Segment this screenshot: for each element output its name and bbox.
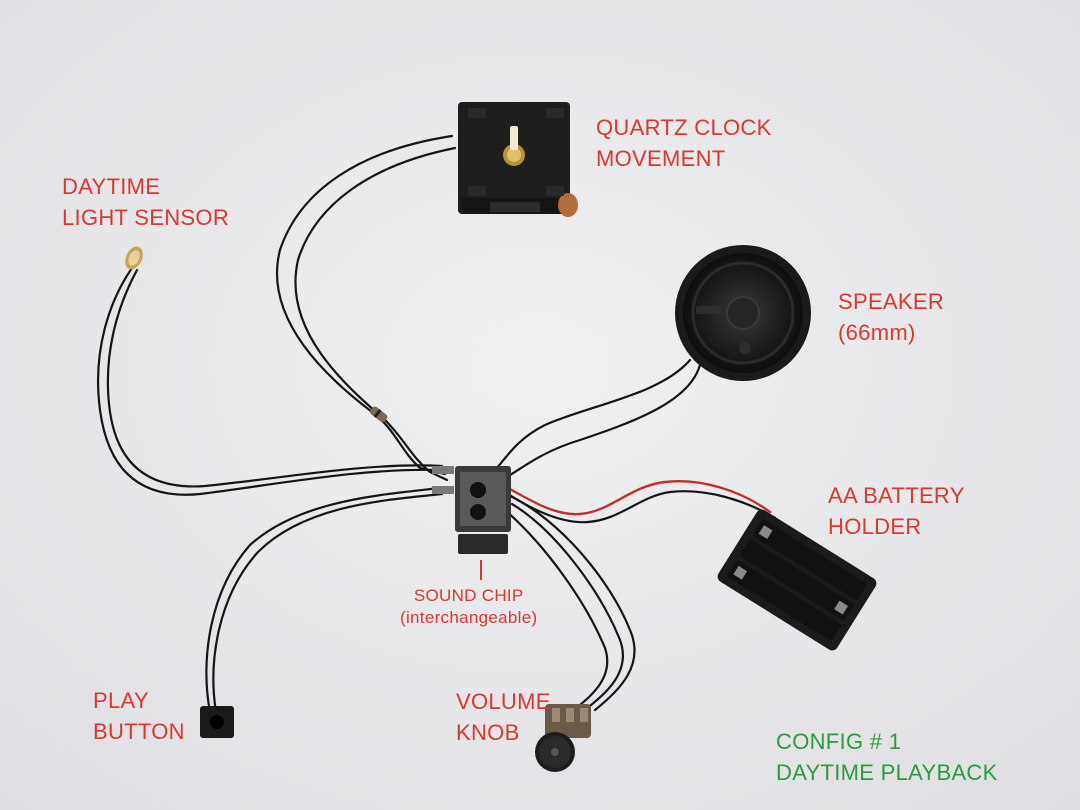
battery-label-line1: AA BATTERY [828, 483, 965, 508]
quartz-clock-movement-icon [458, 102, 578, 217]
config-label: CONFIG # 1 DAYTIME PLAYBACK [776, 726, 998, 788]
sound-chip-label-line2: (interchangeable) [400, 608, 538, 627]
speaker-wire-2 [503, 363, 702, 480]
volume-knob-label-line2: KNOB [456, 720, 520, 745]
resistor-band [373, 409, 382, 418]
clock-label-line2: MOVEMENT [596, 146, 726, 171]
volume-knob-label-line1: VOLUME [456, 689, 551, 714]
photoresistor-icon [125, 246, 143, 270]
battery-wire-black [506, 490, 777, 524]
battery-label: AA BATTERY HOLDER [828, 480, 965, 542]
battery-holder-icon [717, 509, 877, 651]
battery-wire-red [506, 480, 772, 516]
play-button-label-line1: PLAY [93, 688, 149, 713]
button-wire-1 [205, 486, 442, 714]
clock-label-line1: QUARTZ CLOCK [596, 115, 772, 140]
config-label-line2: DAYTIME PLAYBACK [776, 760, 998, 785]
light-sensor-label-line1: DAYTIME [62, 174, 161, 199]
sensor-wire-2 [106, 268, 444, 488]
speaker-label-line2: (66mm) [838, 320, 916, 345]
volume-knob-label: VOLUME KNOB [456, 686, 551, 748]
push-button-icon [200, 706, 234, 738]
sensor-wire-1 [96, 266, 442, 496]
speaker-wire-1 [493, 358, 692, 472]
button-wire-2 [212, 492, 444, 714]
speaker-icon [675, 245, 811, 381]
config-label-line1: CONFIG # 1 [776, 729, 902, 754]
speaker-label-line1: SPEAKER [838, 289, 945, 314]
sound-chip-label: SOUND CHIP (interchangeable) [400, 585, 537, 629]
battery-label-line2: HOLDER [828, 514, 922, 539]
sound-chip-icon [432, 466, 511, 554]
sound-chip-label-line1: SOUND CHIP [413, 586, 524, 605]
light-sensor-label: DAYTIME LIGHT SENSOR [62, 171, 229, 233]
clock-wire-2 [294, 146, 457, 482]
clock-wire-1 [276, 134, 454, 476]
volume-wire-1 [508, 494, 636, 712]
play-button-label-line2: BUTTON [93, 719, 185, 744]
clock-label: QUARTZ CLOCK MOVEMENT [596, 112, 772, 174]
volume-wire-3 [503, 508, 609, 716]
volume-wire-2 [510, 502, 624, 714]
potentiometer-icon [535, 704, 591, 772]
play-button-label: PLAY BUTTON [93, 685, 185, 747]
speaker-label: SPEAKER (66mm) [838, 286, 944, 348]
wires [96, 134, 777, 716]
light-sensor-label-line2: LIGHT SENSOR [62, 205, 230, 230]
